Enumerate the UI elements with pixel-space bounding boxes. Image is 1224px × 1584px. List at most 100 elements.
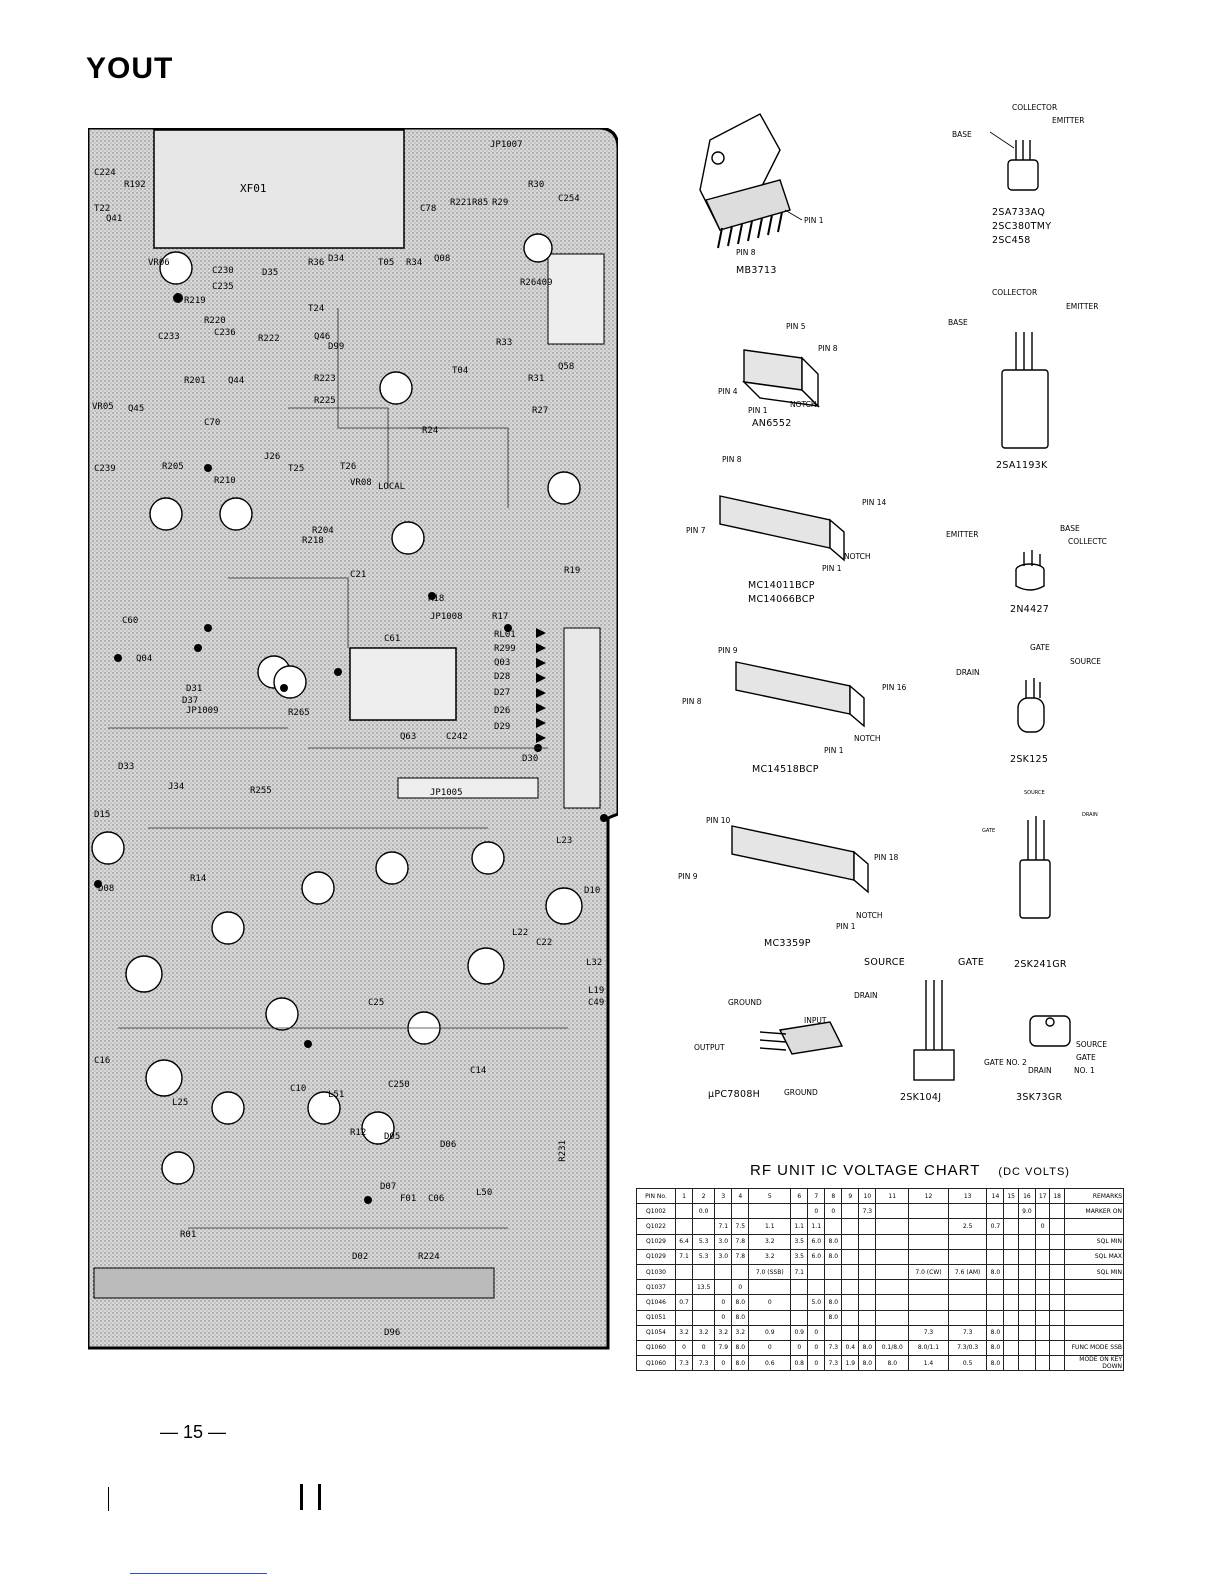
pcb-label: R265 <box>288 708 310 718</box>
voltage-table-pin-cell: Q1037 <box>636 1279 676 1296</box>
voltage-table-cell <box>841 1279 860 1296</box>
pcb-label: C25 <box>368 998 385 1008</box>
to92-small-drawing <box>989 131 1039 191</box>
pcb-label: C49 <box>588 998 605 1008</box>
pcb-label: D28 <box>494 672 511 682</box>
pcb-label: C230 <box>212 266 234 276</box>
dip14-drawing <box>719 495 845 562</box>
voltage-table-remarks-cell: MARKER ON <box>1064 1203 1124 1220</box>
voltage-table-cell: 7.1 <box>790 1263 809 1281</box>
pcb-label: D06 <box>440 1140 457 1150</box>
voltage-table-cell <box>731 1263 750 1281</box>
pcb-label: C60 <box>122 616 139 626</box>
voltage-table-cell: 8.0 <box>986 1339 1005 1357</box>
voltage-table-cell: 8.0 <box>986 1324 1005 1341</box>
voltage-table-cell <box>875 1203 910 1220</box>
voltage-table-cell: 5 <box>748 1187 792 1205</box>
voltage-table-cell <box>1003 1263 1019 1281</box>
voltage-table-cell <box>841 1263 860 1281</box>
ic-label-mb3713: MB3713 <box>736 265 777 276</box>
scan-mark <box>300 1484 303 1510</box>
voltage-table-cell: 8.0 <box>986 1263 1005 1281</box>
voltage-table-cell: 0.9 <box>790 1324 809 1341</box>
pcb-label: T05 <box>378 258 395 268</box>
voltage-table-cell <box>674 1279 694 1296</box>
voltage-table-cell <box>875 1248 910 1265</box>
voltage-table-cell: 0.0 <box>692 1203 716 1220</box>
voltage-table-cell: 0.9 <box>748 1324 792 1341</box>
pin-label: PIN 7 <box>686 526 706 535</box>
pcb-label: L32 <box>586 958 603 968</box>
voltage-table-pin-cell: Q1029 <box>636 1233 676 1250</box>
voltage-table-cell: 0.4 <box>841 1339 860 1357</box>
voltage-table-cell: 3.0 <box>714 1248 733 1265</box>
voltage-table-cell <box>1034 1324 1051 1341</box>
pin-label: NOTCH <box>790 400 817 409</box>
pcb-label: T25 <box>288 464 305 474</box>
pcb-label: R34 <box>406 258 423 268</box>
voltage-table-cell: 3.5 <box>790 1233 809 1250</box>
pcb-label: D33 <box>118 762 135 772</box>
voltage-table-cell: 0.1/8.0 <box>875 1339 910 1357</box>
pcb-label: D07 <box>380 1182 397 1192</box>
pcb-label: Q58 <box>558 362 575 372</box>
voltage-table-cell: 0 <box>807 1203 826 1220</box>
voltage-table-cell <box>1003 1339 1019 1357</box>
upc7808h-drawing <box>759 1021 844 1055</box>
voltage-table-cell <box>692 1294 716 1311</box>
pcb-label: D37 <box>182 696 199 706</box>
voltage-table-cell: 17 <box>1034 1187 1051 1205</box>
transistor-label: 2SK104J <box>900 1092 942 1103</box>
pin-label: PIN 18 <box>874 853 899 862</box>
pcb-label: C235 <box>212 282 234 292</box>
voltage-table-cell: 0 <box>790 1339 809 1357</box>
voltage-table-cell <box>875 1324 910 1341</box>
pcb-label: J26 <box>264 452 281 462</box>
voltage-table-cell <box>807 1279 826 1296</box>
pcb-label: C78 <box>420 204 437 214</box>
pcb-label: L19 <box>588 986 605 996</box>
voltage-table-cell: 6.4 <box>674 1233 694 1250</box>
pcb-label: JP1009 <box>186 706 219 716</box>
pcb-label: JP1007 <box>490 140 523 150</box>
2sk241gr-drawing <box>1019 816 1051 919</box>
voltage-table-cell: 1.9 <box>841 1355 860 1372</box>
voltage-table-cell: 7.3 <box>858 1203 877 1220</box>
voltage-table-cell <box>1034 1339 1051 1357</box>
pcb-label: R231 <box>558 1140 568 1162</box>
pcb-label: Q04 <box>136 654 153 664</box>
voltage-table-cell <box>714 1263 733 1281</box>
voltage-table-pin-cell: Q1046 <box>636 1294 676 1311</box>
pin-label: GATE <box>1030 643 1050 652</box>
voltage-table-cell: 7.3 <box>692 1355 716 1372</box>
voltage-table-cell: 16 <box>1017 1187 1036 1205</box>
pcb-label: D27 <box>494 688 511 698</box>
voltage-table-cell: 7.0 (SSB) <box>748 1263 792 1281</box>
voltage-table-cell: 1.1 <box>790 1218 809 1235</box>
voltage-table-cell <box>1049 1279 1065 1296</box>
voltage-table-cell: 8.0 <box>824 1248 843 1265</box>
voltage-table-cell <box>947 1279 988 1296</box>
pcb-label: C233 <box>158 332 180 342</box>
pcb-label: R36 <box>308 258 325 268</box>
voltage-table-cell <box>875 1263 910 1281</box>
voltage-table-cell: 7.8 <box>731 1248 750 1265</box>
pcb-label: C250 <box>388 1080 410 1090</box>
pcb-label: JP1005 <box>430 788 463 798</box>
voltage-table-cell: 0 <box>807 1324 826 1341</box>
voltage-table-cell: 8 <box>824 1187 843 1205</box>
voltage-table-cell <box>824 1263 843 1281</box>
voltage-table-cell <box>1017 1263 1036 1281</box>
pin-label: GATE <box>982 828 996 834</box>
pcb-label: Q44 <box>228 376 245 386</box>
pcb-label: R19 <box>564 566 581 576</box>
3sk73gr-drawing <box>1029 1015 1071 1047</box>
voltage-table-cell <box>875 1294 910 1311</box>
voltage-table-cell: 8.0 <box>731 1339 750 1357</box>
pcb-label: C16 <box>94 1056 111 1066</box>
pcb-label: Q08 <box>434 254 451 264</box>
pcb-label: C254 <box>558 194 580 204</box>
